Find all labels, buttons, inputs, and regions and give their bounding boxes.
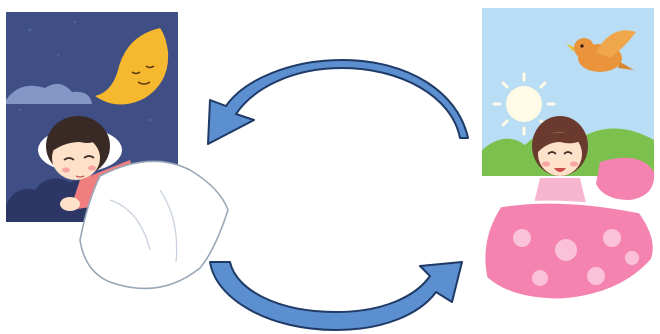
night-sleeping-panel	[6, 12, 228, 288]
bottom-cycle-arrow	[210, 262, 462, 330]
top-cycle-arrow	[208, 60, 468, 144]
blanket	[80, 161, 228, 288]
morning-waking-panel	[482, 8, 654, 300]
cycle-arrows	[208, 60, 468, 330]
pink-pillow	[596, 158, 654, 200]
